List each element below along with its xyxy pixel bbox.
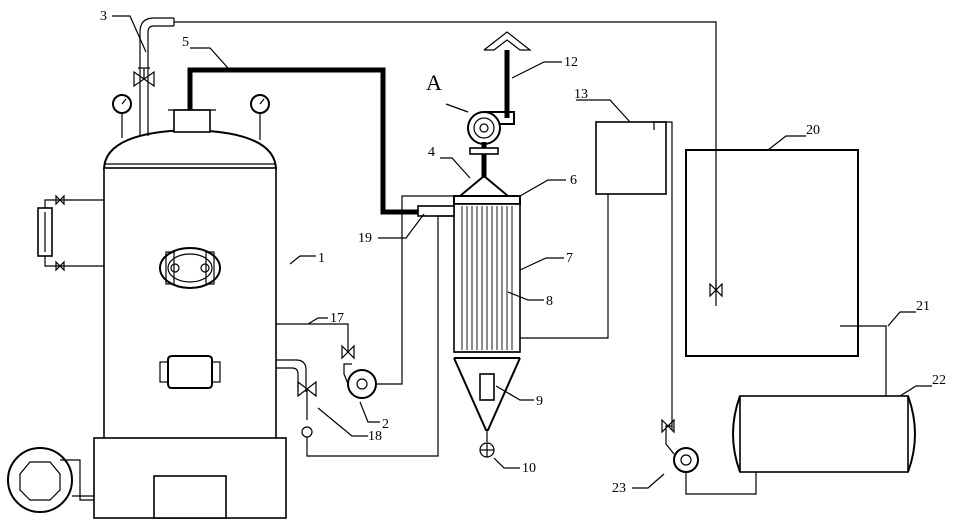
inlet-pipe-19 bbox=[417, 205, 455, 217]
label-5: 5 bbox=[182, 35, 189, 50]
boiler-blower bbox=[7, 447, 94, 513]
return-valve-icon bbox=[297, 380, 317, 398]
label-12: 12 bbox=[564, 55, 578, 70]
tank20-inlet-valve-icon bbox=[709, 282, 723, 298]
label-17: 17 bbox=[330, 311, 344, 326]
label-1: 1 bbox=[318, 251, 325, 266]
label-7: 7 bbox=[566, 251, 573, 266]
ash-hopper-9 bbox=[479, 373, 495, 401]
boiler-top-nozzle bbox=[173, 109, 211, 133]
tank-13 bbox=[595, 121, 667, 195]
pressure-gauge-left-icon bbox=[112, 94, 132, 138]
steam-valve-icon bbox=[133, 70, 155, 88]
pump-2 bbox=[343, 195, 454, 399]
filter-tubes bbox=[461, 206, 513, 350]
label-9: 9 bbox=[536, 394, 543, 409]
steam-outlet-pipe bbox=[133, 17, 175, 136]
rotary-valve-icon bbox=[479, 442, 495, 458]
water-level-gauge bbox=[37, 194, 104, 272]
upper-manhole bbox=[159, 247, 221, 289]
label-10: 10 bbox=[522, 461, 536, 476]
dust-collector bbox=[453, 174, 521, 458]
pump-23 bbox=[661, 418, 757, 495]
boiler bbox=[37, 17, 287, 519]
label-13: 13 bbox=[574, 87, 588, 102]
flue-duct-5 bbox=[187, 67, 452, 215]
pump2-valve-icon bbox=[341, 344, 355, 360]
label-22: 22 bbox=[932, 373, 946, 388]
return-pipe-18 bbox=[276, 215, 454, 457]
pump23-valve-icon bbox=[661, 418, 675, 434]
induced-draft-fan bbox=[467, 111, 515, 155]
chimney-cap bbox=[483, 31, 532, 51]
label-8: 8 bbox=[546, 294, 553, 309]
label-6: 6 bbox=[570, 173, 577, 188]
label-21: 21 bbox=[916, 299, 930, 314]
label-18: 18 bbox=[368, 429, 382, 444]
label-23: 23 bbox=[612, 481, 626, 496]
lower-manhole bbox=[159, 355, 221, 389]
tank-22 bbox=[732, 395, 916, 473]
pressure-gauge-right-icon bbox=[250, 94, 270, 140]
label-3: 3 bbox=[100, 9, 107, 24]
label-20: 20 bbox=[806, 123, 820, 138]
label-4: 4 bbox=[428, 145, 435, 160]
label-A: A bbox=[426, 70, 442, 95]
label-2: 2 bbox=[382, 417, 389, 432]
label-19: 19 bbox=[358, 231, 372, 246]
tank-20 bbox=[685, 149, 859, 357]
leader-lines bbox=[112, 15, 932, 489]
fire-door bbox=[153, 475, 227, 519]
